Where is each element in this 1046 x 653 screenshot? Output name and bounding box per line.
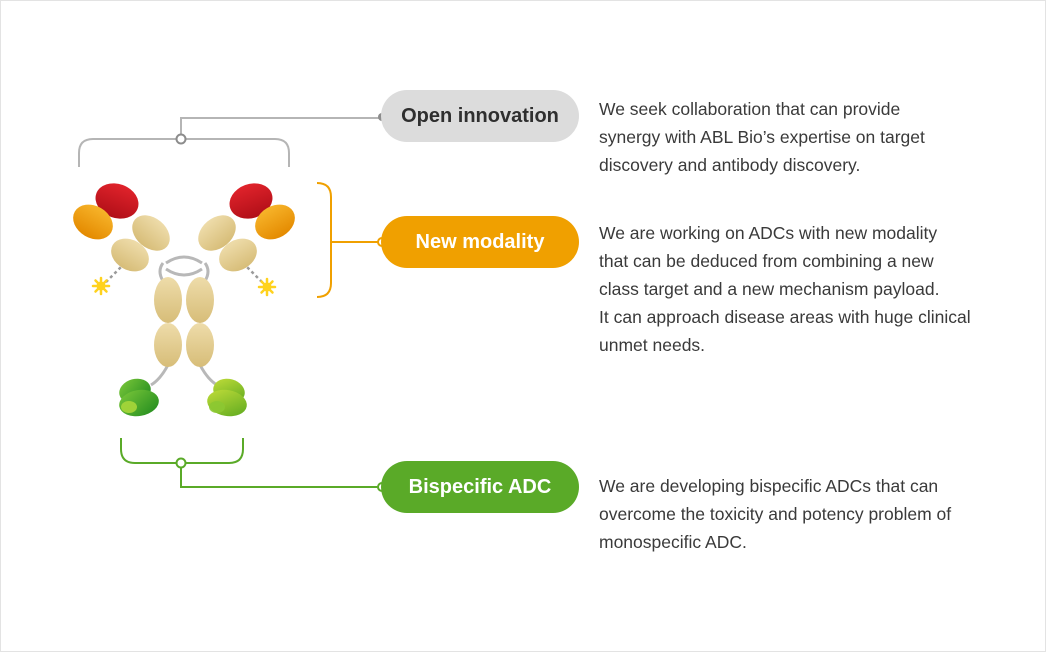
description-line: It can approach disease areas with huge … (599, 307, 971, 327)
open-innovation-bracket (78, 117, 381, 167)
description-line: We seek collaboration that can provide (599, 99, 901, 119)
left-constant-upper (132, 215, 170, 251)
fc-left-upper (154, 277, 182, 323)
bispecific-adc-description: We are developing bispecific ADCs that c… (599, 472, 951, 556)
description-line: unmet needs. (599, 335, 706, 355)
new-modality-bracket (316, 182, 381, 298)
open-innovation-label: Open innovation (381, 90, 579, 142)
open-innovation-description: We seek collaboration that can provide s… (599, 95, 925, 179)
bispecific-bracket (120, 438, 381, 488)
open-innovation-connector-dot (175, 133, 187, 145)
description-line: monospecific ADC. (599, 532, 747, 552)
description-line: synergy with ABL Bio’s expertise on targ… (599, 127, 925, 147)
right-constant-lower (219, 238, 257, 272)
description-line: overcome the toxicity and potency proble… (599, 504, 952, 524)
description-line: discovery and antibody discovery. (599, 155, 861, 175)
right-variable-red (229, 183, 273, 219)
bispecific-adc-label: Bispecific ADC (381, 461, 579, 513)
new-modality-label: New modality (381, 216, 579, 268)
new-modality-description: We are working on ADCs with new modality… (599, 219, 971, 359)
payload-left-icon (91, 276, 111, 296)
binding-domain-right (207, 378, 247, 417)
payload-right-icon (257, 277, 277, 297)
description-line: We are developing bispecific ADCs that c… (599, 476, 939, 496)
description-line: that can be deduced from combining a new (599, 251, 934, 271)
description-line: We are working on ADCs with new modality (599, 223, 938, 243)
binding-domain-left (119, 378, 159, 417)
left-variable-red (95, 183, 139, 219)
right-constant-upper (198, 215, 236, 251)
antibody-illustration (73, 183, 295, 417)
left-variable-orange (73, 204, 113, 240)
bispecific-connector-dot (175, 457, 187, 469)
right-variable-orange (255, 204, 295, 240)
description-line: class target and a new mechanism payload… (599, 279, 940, 299)
left-constant-lower (111, 238, 149, 272)
fc-left-lower (154, 323, 182, 367)
fc-right-lower (186, 323, 214, 367)
fc-right-upper (186, 277, 214, 323)
